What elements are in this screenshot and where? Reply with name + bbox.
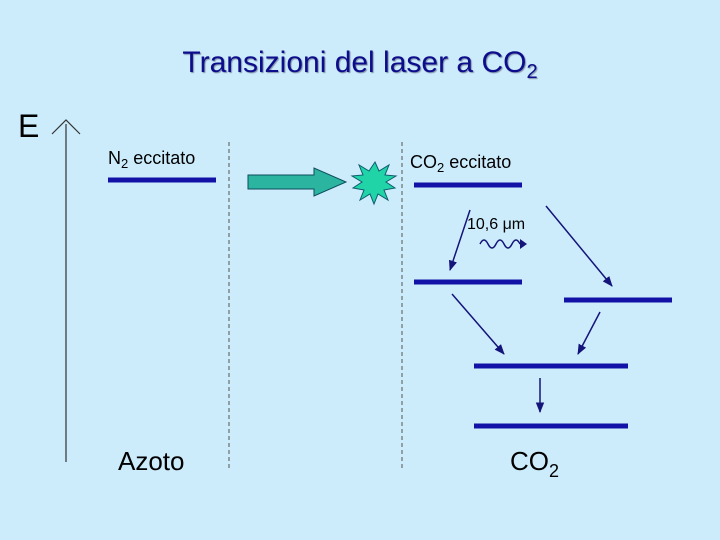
nitrogen-column-label: Azoto xyxy=(118,446,185,476)
energy-transfer-arrow xyxy=(247,167,348,197)
photon-wave-arrowhead xyxy=(520,239,527,249)
upper-to-right-transition-arrow xyxy=(545,205,613,287)
n2-excited-label: N2 eccitato xyxy=(108,148,195,171)
co2-column-label: CO2 xyxy=(510,446,559,482)
energy-axis-arrowhead xyxy=(51,119,81,135)
co2-excited-label: CO2 eccitato xyxy=(410,152,511,175)
photon-wave-icon xyxy=(479,239,521,249)
n2-subscript: 2 xyxy=(121,156,129,171)
right-to-lower-transition-arrow xyxy=(577,311,601,355)
page-title: Transizioni del laser a CO2 xyxy=(0,46,720,84)
emission-wavelength-label: 10,6 μm xyxy=(467,216,526,233)
title-text: Transizioni del laser a CO xyxy=(182,46,527,79)
left-to-lower-transition-arrow xyxy=(451,293,505,355)
co2-column-subscript: 2 xyxy=(549,461,560,481)
co2-column-formula: CO xyxy=(510,446,549,476)
co2-excited-suffix: eccitato xyxy=(444,152,512,172)
n2-formula: N xyxy=(108,148,121,168)
co2-formula: CO xyxy=(410,152,437,172)
collision-burst-icon xyxy=(350,160,398,206)
co2-subscript: 2 xyxy=(437,160,445,175)
n2-excited-suffix: eccitato xyxy=(128,148,196,168)
title-subscript: 2 xyxy=(526,61,538,83)
energy-axis-label: E xyxy=(18,108,40,144)
laser-transition-arrow xyxy=(449,209,471,271)
